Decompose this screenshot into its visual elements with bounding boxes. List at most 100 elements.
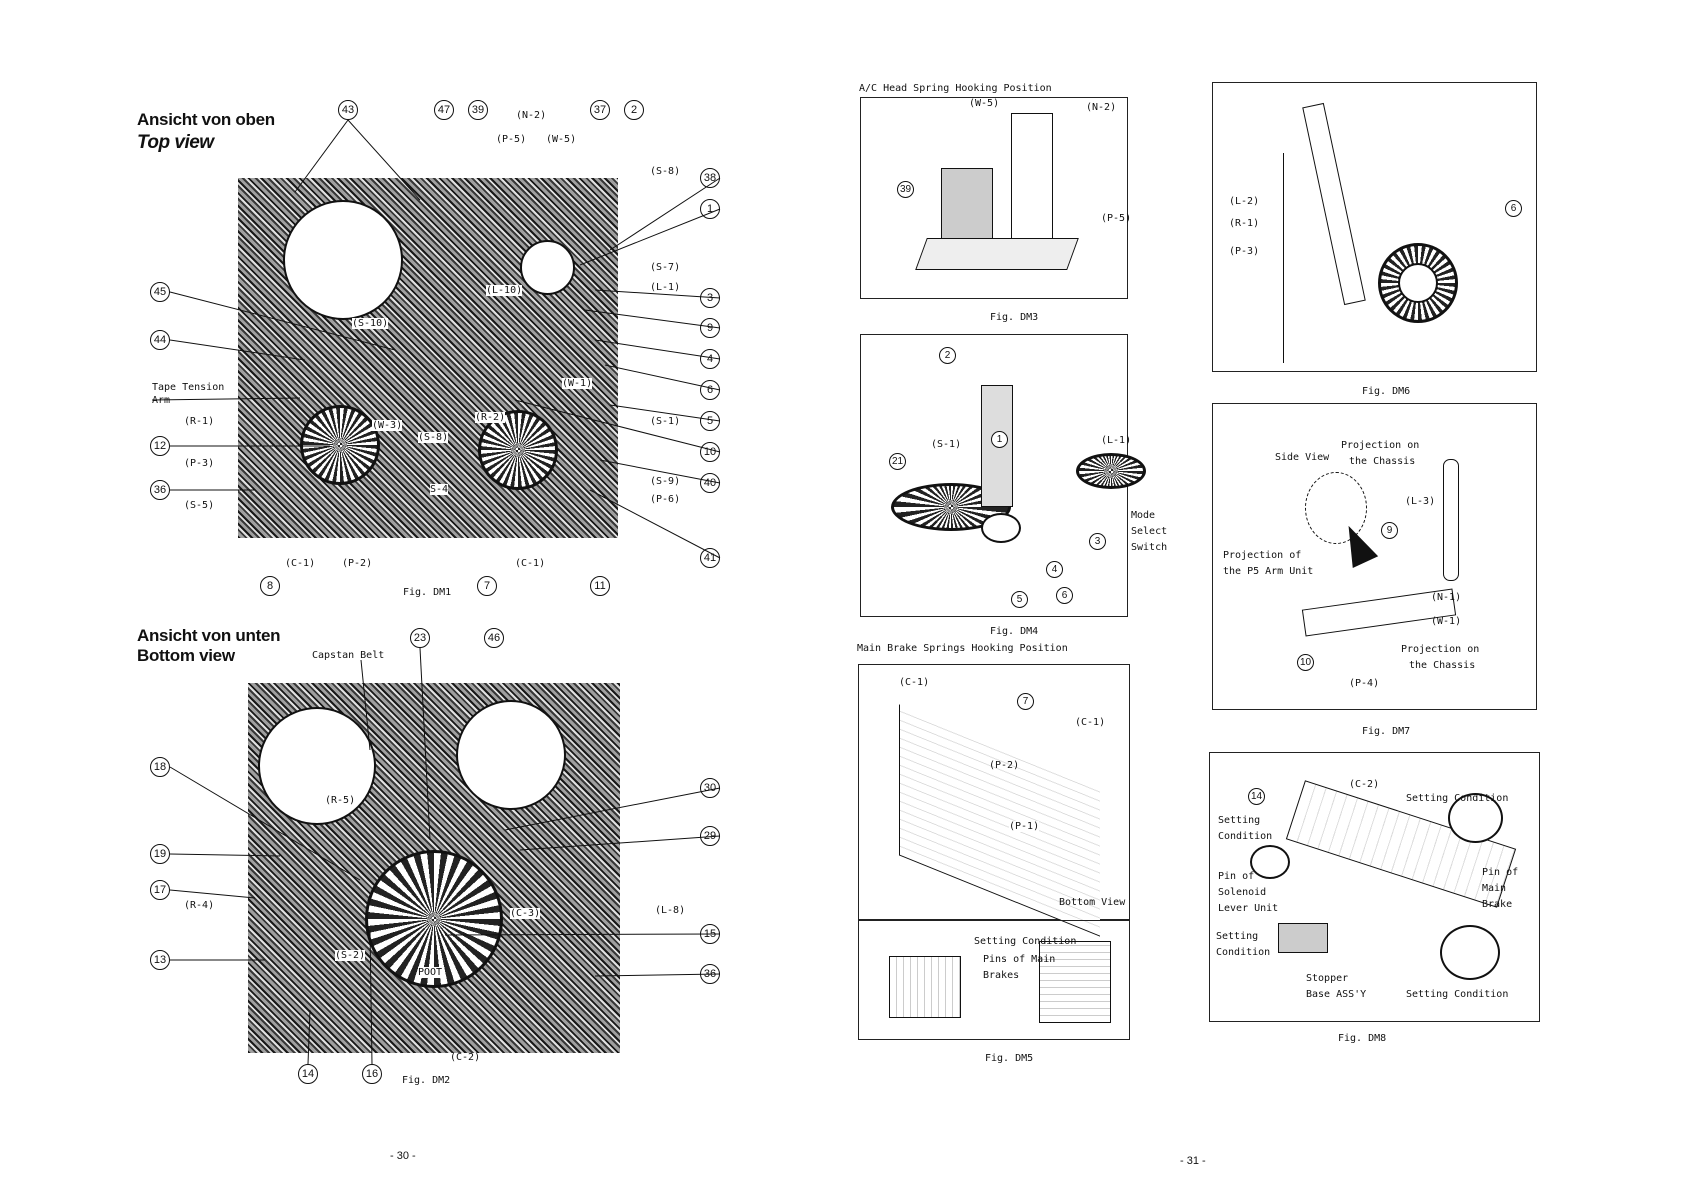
dm8-label-pin-main-3: Brake (1482, 899, 1513, 910)
dm4-badge-2: 2 (939, 347, 956, 364)
dm8-label-setting-b2: Condition (1216, 947, 1271, 958)
dm4-badge-1: 1 (991, 431, 1008, 448)
label-c2: (C-2) (450, 1052, 481, 1063)
dm5-label-p1: (P-1) (1009, 821, 1040, 832)
badge-46: 46 (484, 628, 504, 648)
dm7-label-proj-b1: Projection on (1401, 644, 1480, 655)
dm7-label-proj-chassis-2: the Chassis (1349, 456, 1416, 467)
dm8-label-pin-sol-2: Solenoid (1218, 887, 1267, 898)
badge-11: 11 (590, 576, 610, 596)
dm5-label-bottom-view: Bottom View (1059, 897, 1126, 908)
inner-label-w3: (W-3) (372, 420, 403, 431)
dm7-label-p4: (P-4) (1349, 678, 1380, 689)
top-gear-right (478, 410, 558, 490)
badge-2: 2 (624, 100, 644, 120)
dm5-label-c1b: (C-1) (1075, 717, 1106, 728)
label-s1: (S-1) (650, 416, 681, 427)
dm5-label-setting: Setting Condition (974, 936, 1077, 947)
label-n2: (N-2) (516, 110, 547, 121)
dm3-label-w5: (W-5) (969, 98, 1000, 109)
label-tape-tension-2: Arm (152, 395, 171, 406)
label-r5: (R-5) (325, 795, 356, 806)
dm7-badge-10: 10 (1297, 654, 1314, 671)
dm5-label-c1a: (C-1) (899, 677, 930, 688)
top-small-disc (520, 240, 575, 295)
label-s2: (S-2) (335, 950, 366, 961)
dm4-badge-6: 6 (1056, 587, 1073, 604)
badge-47: 47 (434, 100, 454, 120)
fig-dm3-box: (W-5) (N-2) (P-5) 39 (860, 97, 1132, 299)
dm5-heading: Main Brake Springs Hooking Position (857, 643, 1068, 654)
fig-dm3-caption: Fig. DM3 (990, 312, 1039, 323)
dm4-label-s1: (S-1) (931, 439, 962, 450)
dm8-stopper-base (1278, 923, 1328, 953)
dm4-badge-4: 4 (1046, 561, 1063, 578)
dm4-label-select: Select (1131, 526, 1168, 537)
fig-dm2-caption: Fig. DM2 (402, 1075, 451, 1086)
dm8-label-setting-bottom: Setting Condition (1406, 989, 1509, 1000)
dm8-label-pin-main-1: Pin of (1482, 867, 1519, 878)
dm7-label-n1: (N-1) (1431, 592, 1462, 603)
dm8-label-pin-main-2: Main (1482, 883, 1507, 894)
dm6-label-p3: (P-3) (1229, 246, 1260, 257)
dm4-label-mode: Mode (1131, 510, 1156, 521)
label-s9: (S-9) (650, 476, 681, 487)
label-p5: (P-5) (496, 134, 527, 145)
dm6-label-r1: (R-1) (1229, 218, 1260, 229)
dm8-label-setting-l1: Setting (1218, 815, 1261, 826)
label-p3: (P-3) (184, 458, 215, 469)
dm4-right-gear (1076, 453, 1146, 489)
bottom-view-title-de: Ansicht von unten (137, 626, 281, 645)
badge-7: 7 (477, 576, 497, 596)
dm7-label-proj-p5-1: Projection of (1223, 550, 1302, 561)
label-c1b: (C-1) (515, 558, 546, 569)
dm6-badge-6: 6 (1505, 200, 1522, 217)
dm5-setting-left (889, 956, 961, 1018)
bottom-view-title-en: Bottom view (137, 646, 235, 665)
dm7-label-w1: (W-1) (1431, 616, 1462, 627)
mode-select-switch-shape (981, 513, 1021, 543)
dm7-side-view-circle (1305, 472, 1367, 544)
cam-gear (365, 850, 503, 988)
dm5-badge-7: 7 (1017, 693, 1034, 710)
dm4-label-switch: Switch (1131, 542, 1168, 553)
badge-36: 36 (150, 480, 170, 500)
label-r4: (R-4) (184, 900, 215, 911)
fig-dm1-caption: Fig. DM1 (403, 587, 452, 598)
badge-17: 17 (150, 880, 170, 900)
badge-16: 16 (362, 1064, 382, 1084)
fig-dm8-caption: Fig. DM8 (1338, 1033, 1387, 1044)
badge-45: 45 (150, 282, 170, 302)
fig-dm8-box: (C-2) Setting Condition Setting Conditio… (1209, 752, 1540, 1022)
dm5-setting-right (1039, 941, 1111, 1023)
dm8-label-stopper-1: Stopper (1306, 973, 1349, 984)
dm7-post (1443, 459, 1459, 581)
dm8-label-setting-b1: Setting (1216, 931, 1259, 942)
inner-label-s8b: (S-8) (418, 432, 449, 443)
dm3-label-p5: (P-5) (1101, 213, 1132, 224)
label-capstan-belt: Capstan Belt (312, 650, 385, 661)
fig-dm4-box: (S-1) (L-1) Mode Select Switch 2 1 21 3 … (860, 334, 1167, 617)
supply-reel-disc (283, 200, 403, 320)
label-l8: (L-8) (655, 905, 686, 916)
top-view-title-de: Ansicht von oben (137, 110, 275, 129)
dm7-badge-9: 9 (1381, 522, 1398, 539)
dm8-setting-circle-bottom (1440, 925, 1500, 980)
inner-label-l10: (L-10) (486, 285, 523, 296)
dm3-heading: A/C Head Spring Hooking Position (859, 83, 1052, 94)
dm8-label-pin-sol-3: Lever Unit (1218, 903, 1279, 914)
dm4-badge-21: 21 (889, 453, 906, 470)
dm5-label-p2: (P-2) (989, 760, 1020, 771)
inner-label-r2: (R-2) (475, 412, 506, 423)
dm8-badge-14: 14 (1248, 788, 1265, 805)
badge-8: 8 (260, 576, 280, 596)
dm8-label-setting-top: Setting Condition (1406, 793, 1509, 804)
dm8-label-pin-sol-1: Pin of (1218, 871, 1255, 882)
fig-dm7-caption: Fig. DM7 (1362, 726, 1411, 737)
dm8-label-c2: (C-2) (1349, 779, 1380, 790)
reel-motor-disc (456, 700, 566, 810)
ac-head-block (941, 168, 993, 240)
label-tape-tension-1: Tape Tension (152, 382, 225, 393)
inner-label-s4: S-4 (430, 484, 449, 495)
